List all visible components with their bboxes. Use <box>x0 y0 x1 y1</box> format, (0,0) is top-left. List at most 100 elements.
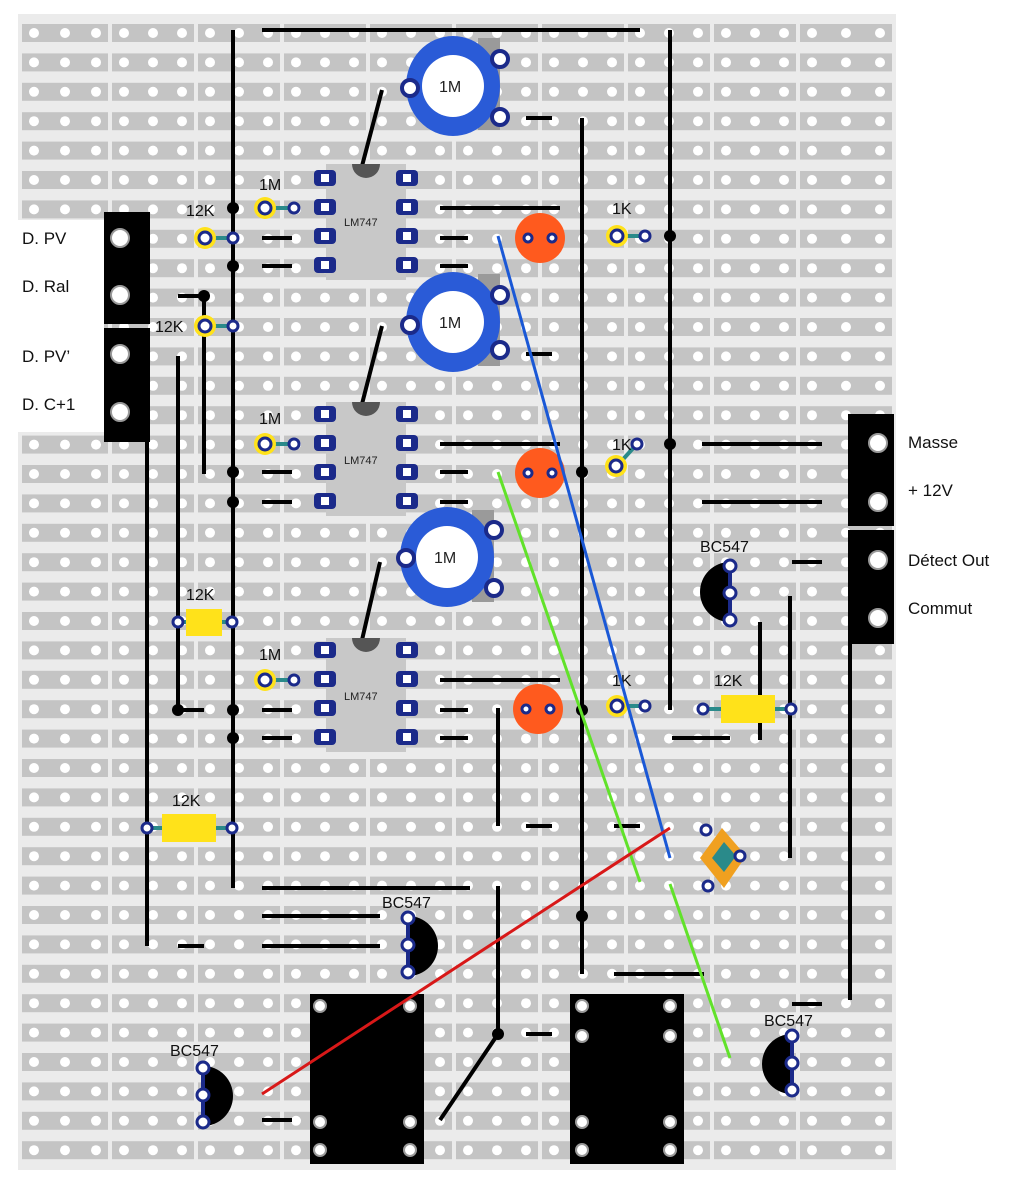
connector-pin[interactable] <box>110 344 130 364</box>
strip-hole <box>263 821 273 832</box>
connector-pin[interactable] <box>868 608 888 628</box>
strip-hole <box>635 674 645 685</box>
resistor-small[interactable]: 1M <box>254 647 301 691</box>
strip-hole <box>750 380 760 391</box>
strip-hole <box>29 57 39 68</box>
strip-hole <box>377 792 387 803</box>
strip-hole <box>807 292 817 303</box>
strip-hole <box>234 998 244 1009</box>
ldr-body <box>515 213 565 263</box>
ldr-sensor[interactable] <box>513 684 563 734</box>
resistor-12k[interactable]: 12K <box>171 587 239 636</box>
solder-joint <box>227 260 239 272</box>
resistor-small[interactable]: 12K <box>186 203 240 249</box>
potentiometer[interactable]: 1M <box>400 272 510 372</box>
strip-hole <box>750 939 760 950</box>
potentiometer[interactable]: 1M <box>396 507 504 607</box>
resistor-label: 1K <box>612 201 632 218</box>
wire-green <box>496 471 642 883</box>
relay[interactable] <box>310 994 424 1164</box>
ldr-pin <box>546 467 558 479</box>
strip-hole <box>320 351 330 362</box>
strip-hole <box>406 616 416 626</box>
strip-hole <box>807 821 817 832</box>
strip-hole <box>119 469 129 479</box>
strip-hole <box>779 116 789 127</box>
strip-hole <box>29 998 39 1009</box>
connector-pin[interactable] <box>110 402 130 422</box>
ic-lm747[interactable]: LM747 <box>314 402 418 516</box>
strip-hole <box>807 116 817 127</box>
strip-hole <box>549 586 559 597</box>
connector-pin[interactable] <box>868 433 888 453</box>
strip-hole <box>291 263 301 274</box>
pot-pin <box>490 340 510 360</box>
strip-hole <box>91 763 101 773</box>
connector-pin[interactable] <box>110 228 130 248</box>
connector-pin[interactable] <box>868 550 888 570</box>
connector-body <box>848 414 894 526</box>
ic-lm747[interactable]: LM747 <box>314 638 418 752</box>
strip-hole <box>205 1027 215 1038</box>
strip-hole <box>875 233 885 244</box>
ldr-pin <box>522 467 534 479</box>
strip-hole <box>205 439 215 450</box>
resistor-12k[interactable]: 12K <box>696 673 798 723</box>
strip-hole <box>263 380 273 391</box>
connector-pin[interactable] <box>868 492 888 512</box>
resistor-small[interactable]: 1K <box>606 201 652 247</box>
strip-hole <box>29 586 39 597</box>
strip-hole <box>750 674 760 685</box>
strip-hole <box>492 498 502 509</box>
strip-hole <box>205 498 215 509</box>
strip-hole <box>148 1057 158 1067</box>
relay[interactable] <box>570 994 684 1164</box>
strip-hole <box>291 586 301 597</box>
strip-hole <box>750 351 760 362</box>
resistor-small[interactable]: 1M <box>254 177 301 219</box>
transistor-bc547[interactable]: BC547 <box>762 1013 813 1098</box>
strip-hole <box>664 733 674 744</box>
strip-hole <box>463 645 473 656</box>
strip-hole <box>148 527 158 538</box>
transistor-bc547[interactable]: BC547 <box>700 539 749 628</box>
strip-hole <box>807 1145 817 1156</box>
strip-hole <box>91 439 101 450</box>
strip-hole <box>148 439 158 450</box>
strip-hole <box>635 792 645 803</box>
resistor-small[interactable]: 1K <box>605 437 644 477</box>
strip-hole <box>693 439 703 450</box>
strip-hole <box>693 86 703 97</box>
ic-lm747[interactable]: LM747 <box>314 164 418 280</box>
pot-lead <box>360 89 384 167</box>
strip-hole <box>119 880 129 891</box>
strip-hole <box>91 175 101 185</box>
resistor-small[interactable]: 12K <box>155 315 240 337</box>
strip-hole <box>607 527 617 538</box>
strip-hole <box>60 674 70 685</box>
strip-hole <box>875 1115 885 1126</box>
ldr-sensor[interactable] <box>515 448 565 498</box>
resistor-label: 12K <box>186 203 215 220</box>
strip-hole <box>875 86 885 97</box>
strip-hole <box>779 998 789 1009</box>
strip-hole <box>693 910 703 920</box>
strip-hole <box>521 586 531 597</box>
strip-hole <box>119 175 129 185</box>
strip-hole <box>693 939 703 950</box>
strip-hole <box>549 57 559 68</box>
connector-pin[interactable] <box>110 285 130 305</box>
transistor-bc547[interactable]: BC547 <box>170 1043 233 1130</box>
potentiometer[interactable]: 1M <box>400 36 510 136</box>
resistor-12k[interactable]: 12K <box>140 793 239 842</box>
strip-hole <box>721 1115 731 1126</box>
solder-joint <box>172 704 184 716</box>
strip-hole <box>875 968 885 979</box>
strip-hole <box>263 645 273 656</box>
ldr-sensor[interactable] <box>515 213 565 263</box>
strip-hole <box>29 116 39 127</box>
diode-component[interactable] <box>699 823 747 893</box>
transistor-bc547[interactable]: BC547 <box>382 895 438 980</box>
strip-hole <box>291 1115 301 1126</box>
resistor-small[interactable]: 1M <box>254 411 301 455</box>
